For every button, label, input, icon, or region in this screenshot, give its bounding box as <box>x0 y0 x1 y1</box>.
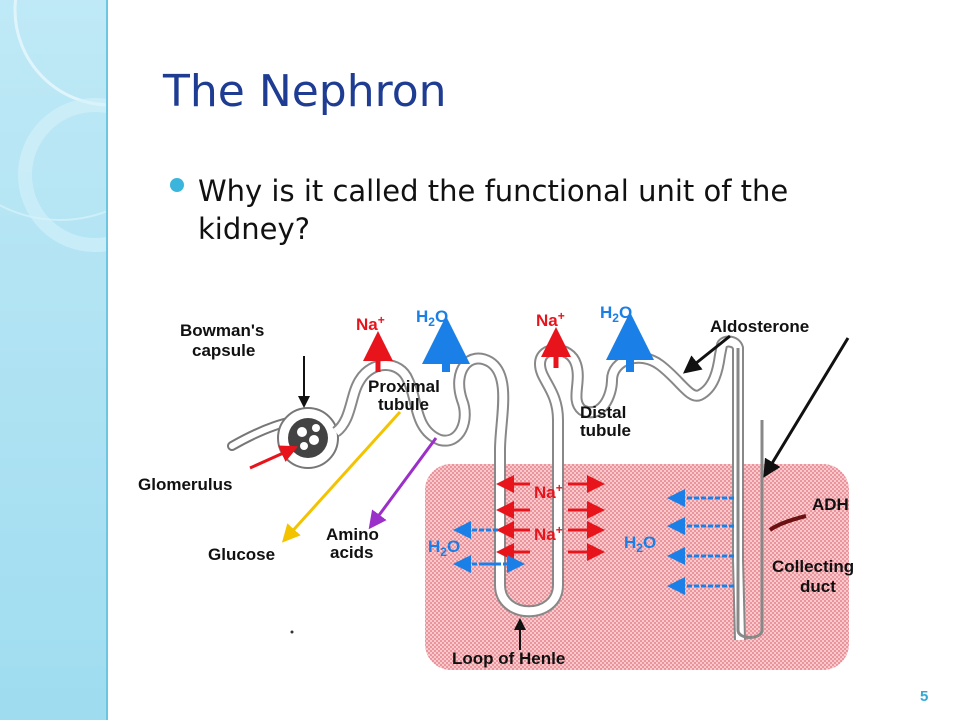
glomerulus-label: Glomerulus <box>138 475 232 494</box>
collecting-duct-water-arrows <box>667 489 734 595</box>
amino-label-line1: Amino <box>326 525 379 544</box>
water-label-distal: H2O <box>600 303 632 325</box>
bowmans-label-line2: capsule <box>192 341 255 360</box>
glomerulus-pointer-arrow <box>249 445 299 470</box>
bowmans-capsule-shape <box>227 407 339 469</box>
amino-acids-arrow <box>368 437 438 530</box>
aldosterone-label: Aldosterone <box>710 317 809 336</box>
page-number: 5 <box>920 688 929 705</box>
bowmans-label-line1: Bowman's <box>180 321 264 340</box>
aldosterone-pointer-arrow <box>682 334 731 374</box>
bullet-text: Why is it called the functional unit of … <box>198 174 789 246</box>
glucose-label: Glucose <box>208 545 275 564</box>
collecting-label-line1: Collecting <box>772 557 854 576</box>
glomerulus-shape <box>288 418 328 458</box>
na-label-proximal: Na+ <box>356 313 385 334</box>
proximal-label-line2: tubule <box>378 395 429 414</box>
na-label-loop-lower: Na+ <box>534 523 563 544</box>
collecting-label-line2: duct <box>800 577 836 596</box>
distal-label-line1: Distal <box>580 403 626 422</box>
bullet-item: Why is it called the functional unit of … <box>170 172 810 248</box>
water-label-proximal: H2O <box>416 307 448 329</box>
na-label-loop-upper: Na+ <box>534 481 563 502</box>
loop-of-henle-label: Loop of Henle <box>452 649 565 668</box>
proximal-label-line1: Proximal <box>368 377 440 396</box>
amino-label-line2: acids <box>330 543 373 562</box>
sidebar-divider <box>106 0 108 720</box>
stray-dot <box>290 630 294 634</box>
adh-pointer-arrow <box>763 337 850 478</box>
loop-water-arrows <box>453 521 525 573</box>
adh-label: ADH <box>812 495 849 514</box>
collecting-duct-shape <box>736 348 764 639</box>
glucose-arrow <box>281 410 402 543</box>
page-title: The Nephron <box>163 66 447 117</box>
loop-na-arrows <box>496 475 605 561</box>
distal-label-line2: tubule <box>580 421 631 440</box>
water-label-collecting: H2O <box>624 533 656 555</box>
water-label-loop: H2O <box>428 537 460 559</box>
bullet-dot-icon <box>170 178 184 192</box>
adh-curve-arrow <box>768 514 807 532</box>
na-label-distal: Na+ <box>536 309 565 330</box>
